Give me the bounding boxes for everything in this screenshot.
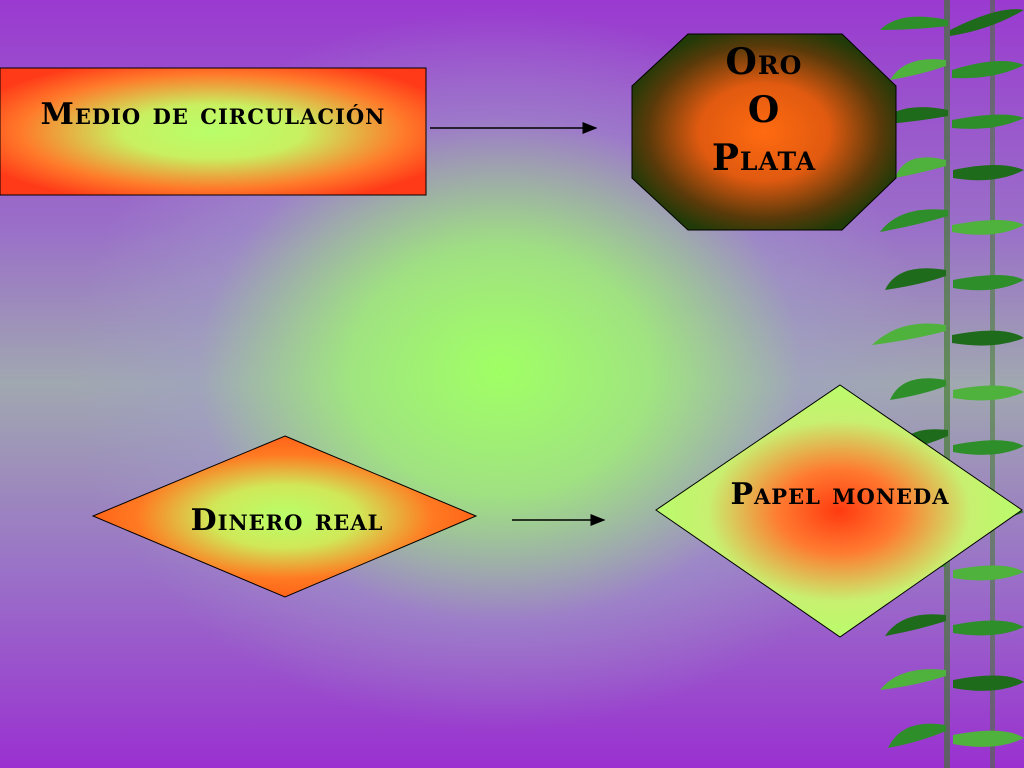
node-dinero-real: Dinero real	[91, 435, 478, 598]
node-medio-de-circulacion: Medio de circulación	[0, 67, 427, 196]
node-papel-label: Papel moneda	[730, 477, 949, 512]
node-medio-label: Medio de circulación	[41, 97, 386, 132]
node-papel-shape	[655, 384, 1023, 638]
node-oro-shape	[631, 33, 897, 231]
node-papel-moneda: Papel moneda	[655, 384, 1023, 638]
node-oro-o-plata: Oro O Plata	[631, 33, 897, 231]
node-oro-line1: Oro	[726, 41, 803, 83]
node-oro-line3: Plata	[712, 137, 816, 179]
node-dinero-label: Dinero real	[191, 503, 384, 538]
node-medio-shape	[0, 67, 427, 196]
node-dinero-shape	[91, 435, 478, 598]
node-oro-line2: O	[748, 89, 780, 131]
leaf-cluster-top	[875, 9, 1024, 235]
